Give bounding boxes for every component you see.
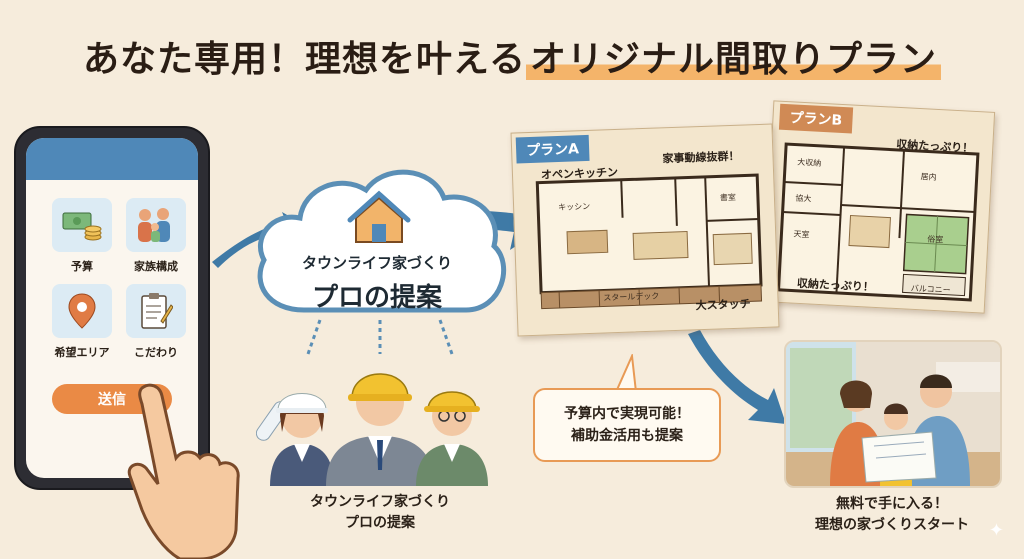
clipboard-icon: [141, 293, 173, 329]
plan-b-room-living: 天室: [793, 229, 810, 240]
phone-screen: 予算 家族構成 希望エリア: [26, 138, 198, 478]
bubble-line1: 予算内で実現可能！: [564, 406, 690, 422]
arrow-plans-to-family: [688, 330, 786, 424]
family-caption: 無料で手に入る！ 理想の家づくりスタート: [776, 494, 1008, 536]
team-caption-line2: プロの提案: [345, 515, 415, 531]
team-caption: タウンライフ家づくり プロの提案: [260, 492, 500, 534]
plan-a-room-kitchen: キッシン: [558, 201, 591, 213]
plan-a-kitchen-note: オペンキッチン: [540, 165, 619, 182]
preference-tile-label: こだわり: [134, 346, 178, 359]
house-icon: [347, 190, 411, 243]
title-highlight: オリジナル間取りプラン: [525, 39, 941, 80]
pointing-hand-icon: [127, 383, 240, 559]
plan-a-card: プランA オペンキッチン 家事動線抜群！ 大スタッチ キッシン 書室 スタールデ…: [510, 123, 780, 337]
budget-tile[interactable]: [52, 198, 112, 252]
phone-header-bar: [26, 138, 198, 180]
plan-b-room-storage: 協大: [795, 193, 812, 204]
plan-a-room-deck: スタールデック: [603, 291, 660, 303]
cloud-line2: プロの提案: [311, 283, 442, 313]
bubble-line2: 補助金活用も提案: [571, 428, 683, 444]
sparkle-icon: ✦: [988, 520, 1004, 541]
glasses-man-worker: [416, 391, 488, 486]
plan-b-card: プランB 大収納 協大 天室 居内 俗室 バルコニー 収納たっぷり！ 収納たっぷ…: [762, 100, 996, 314]
cloud-label: タウンライフ家づくり プロの提案: [262, 252, 492, 314]
plan-b-tag: プランB: [778, 103, 853, 134]
budget-bubble: 予算内で実現可能！ 補助金活用も提案: [533, 388, 721, 462]
professionals-illustration: [256, 373, 488, 486]
area-tile[interactable]: [52, 284, 112, 338]
cloud-line1: タウンライフ家づくり: [301, 254, 452, 272]
team-caption-line1: タウンライフ家づくり: [310, 494, 450, 510]
smartphone: 予算 家族構成 希望エリア: [14, 126, 210, 490]
woman-worker: [270, 393, 334, 486]
plan-a-tag: プランA: [515, 134, 590, 164]
budget-tile-label: 予算: [71, 260, 93, 273]
lead-man-worker: [326, 373, 434, 486]
plan-a-housework-note: 家事動線抜群！: [662, 149, 740, 166]
area-tile-label: 希望エリア: [54, 346, 110, 359]
plan-b-room-balcony: バルコニー: [910, 283, 951, 295]
family-tile-label: 家族構成: [134, 260, 178, 273]
dotted-connectors: [306, 319, 454, 355]
page-title: あなた専用！理想を叶えるオリジナル間取りプラン: [0, 30, 1024, 82]
location-pin-icon: [68, 293, 96, 329]
family-tile[interactable]: [126, 198, 186, 252]
family-icon: [138, 208, 170, 242]
plan-b-room-tatami: 俗室: [927, 234, 944, 245]
plan-b-floorplan: [776, 142, 980, 302]
family-caption-line1: 無料で手に入る！: [836, 496, 948, 512]
family-caption-line2: 理想の家づくりスタート: [815, 517, 969, 533]
plan-a-storage-note: 大スタッチ: [695, 297, 751, 313]
family-photo: [784, 340, 1002, 488]
plan-b-room-big-storage: 大収納: [796, 157, 822, 168]
plan-b-room-bedroom: 居内: [920, 172, 937, 182]
money-icon: [62, 212, 102, 241]
preference-tile[interactable]: [126, 284, 186, 338]
cloud-shape: [257, 169, 507, 313]
plan-a-floorplan: [535, 173, 763, 310]
title-prefix: あなた専用！理想を叶える: [83, 39, 526, 80]
plan-a-room-study: 書室: [719, 192, 737, 203]
